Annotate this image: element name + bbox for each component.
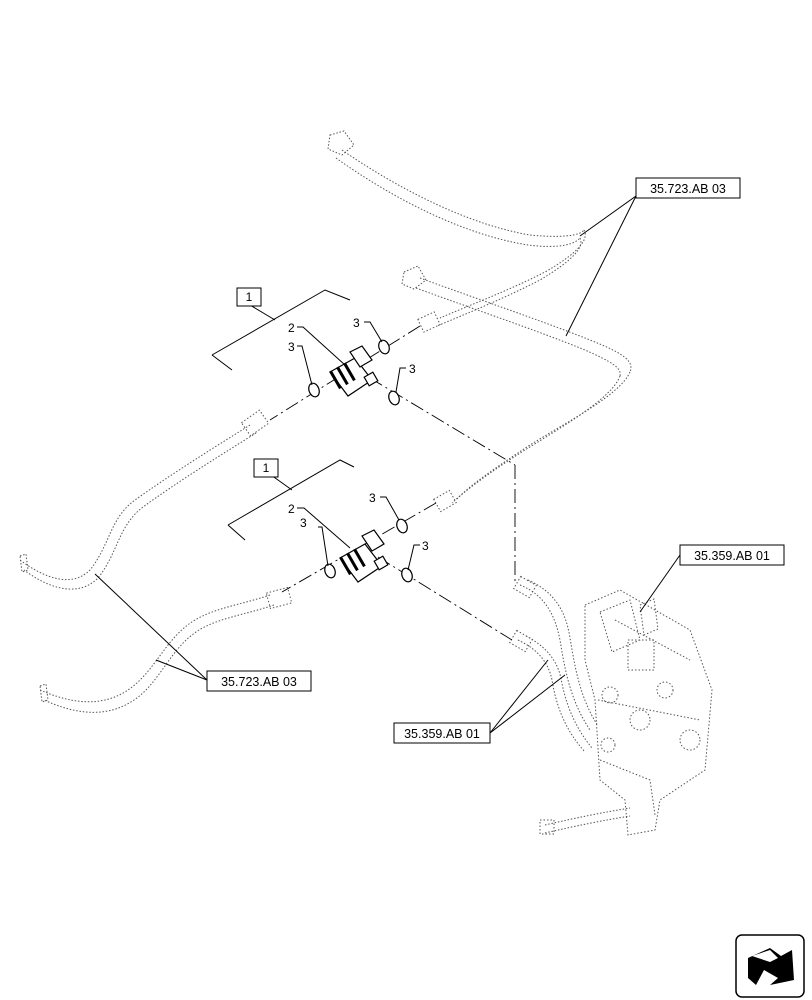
item-label-oring-lower-top: 3 <box>369 491 376 505</box>
next-page-arrow-icon[interactable] <box>735 934 805 998</box>
item-label-tee-lower: 2 <box>288 502 295 516</box>
assembly-centerlines <box>269 325 516 641</box>
assembly-bracket-upper: 1 <box>211 287 351 371</box>
item-label-assembly-upper: 1 <box>246 290 253 304</box>
hose-lower-bottom <box>39 594 275 713</box>
item-label-oring-upper-right: 3 <box>409 362 416 376</box>
oring-lower-set <box>324 518 413 583</box>
item-label-oring-lower-right: 3 <box>422 539 429 553</box>
item-label-oring-upper-top: 3 <box>353 316 360 330</box>
item-label-assembly-lower: 1 <box>263 461 270 475</box>
ref-label-valve-upper: 35.359.AB 01 <box>694 549 770 563</box>
item-callouts-upper: 2 3 3 3 <box>288 316 416 393</box>
tee-fitting-upper <box>329 345 379 397</box>
ref-callout-hose-upper: 35.723.AB 03 <box>565 177 741 337</box>
item-label-oring-lower-left: 3 <box>300 516 307 530</box>
hose-lower-left <box>19 424 257 590</box>
item-label-tee-upper: 2 <box>288 321 295 335</box>
item-callouts-lower: 2 3 3 3 <box>288 491 429 571</box>
item-label-oring-upper-left: 3 <box>288 340 295 354</box>
ref-label-valve-lower: 35.359.AB 01 <box>404 727 480 741</box>
ref-label-hose-lower: 35.723.AB 03 <box>221 675 297 689</box>
hose-valve-feeds <box>517 579 631 834</box>
ref-callout-hose-lower: 35.723.AB 03 <box>94 573 312 692</box>
assembly-bracket-lower: 1 <box>227 458 355 541</box>
hose-fittings <box>240 311 537 653</box>
hose-upper-long <box>327 130 586 327</box>
control-valve-block <box>539 589 713 836</box>
ref-callout-valve-lower: 35.359.AB 01 <box>393 659 566 744</box>
tee-fitting-lower <box>339 529 389 583</box>
ref-callout-valve-upper: 35.359.AB 01 <box>639 544 785 613</box>
hose-upper-cross <box>401 265 632 504</box>
ref-label-hose-upper: 35.723.AB 03 <box>650 182 726 196</box>
